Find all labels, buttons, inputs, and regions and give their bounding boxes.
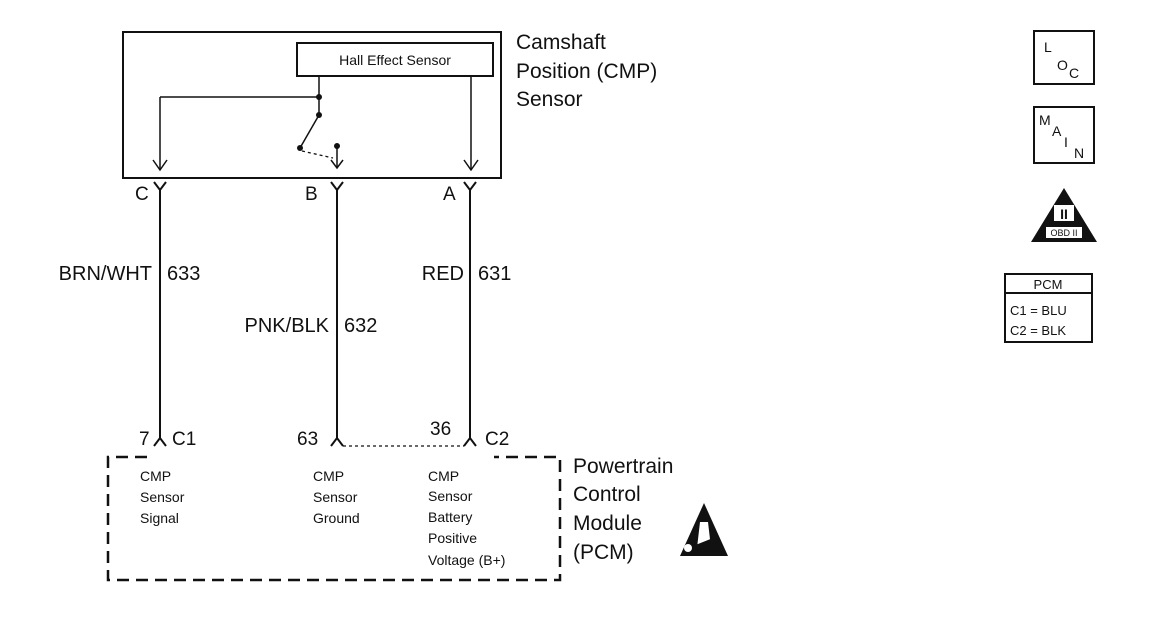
esd-warning-icon: [680, 503, 728, 556]
pcm-connector-c1: 7 C1: [139, 429, 196, 450]
svg-text:C: C: [1069, 65, 1079, 81]
obd-ii-icon[interactable]: II OBD II: [1031, 188, 1097, 242]
svg-text:A: A: [1052, 123, 1062, 139]
svg-text:PCM: PCM: [1034, 277, 1063, 292]
svg-text:Positive: Positive: [428, 530, 477, 546]
loc-icon[interactable]: L O C: [1033, 30, 1095, 85]
hall-switch-circuit: [152, 76, 479, 172]
svg-text:A: A: [443, 184, 456, 205]
svg-text:OBD II: OBD II: [1050, 228, 1077, 238]
sensor-title-line1: Camshaft: [516, 31, 606, 54]
pcm-title-line1: Powertrain: [573, 455, 673, 478]
svg-text:Sensor: Sensor: [140, 489, 185, 505]
pcm-box: [106, 455, 562, 582]
svg-text:C1 = BLU: C1 = BLU: [1010, 303, 1067, 318]
svg-text:Voltage (B+): Voltage (B+): [428, 552, 505, 568]
svg-text:L: L: [1044, 39, 1052, 55]
pcm-connector-legend: PCM C1 = BLU C2 = BLK: [1004, 273, 1093, 343]
svg-text:C2: C2: [485, 429, 509, 450]
svg-text:O: O: [1057, 57, 1068, 73]
main-icon[interactable]: M A I N: [1033, 106, 1095, 164]
svg-text:B: B: [305, 184, 318, 205]
svg-text:II: II: [1060, 206, 1068, 222]
sensor-title-line3: Sensor: [516, 88, 583, 111]
wire-631-circuit: 631: [478, 263, 511, 285]
svg-text:CMP: CMP: [313, 468, 344, 484]
svg-text:Ground: Ground: [313, 510, 360, 526]
wire-633-color: BRN/WHT: [59, 263, 152, 285]
sensor-connector-c: C: [135, 181, 167, 205]
svg-text:Battery: Battery: [428, 509, 472, 525]
pcm-title-line3: Module: [573, 512, 642, 535]
pcm-signal-label: CMP Sensor Signal: [140, 468, 185, 526]
pcm-title-line2: Control: [573, 483, 641, 506]
hall-effect-label: Hall Effect Sensor: [339, 52, 451, 68]
svg-text:Sensor: Sensor: [428, 488, 473, 504]
cmp-sensor-box: [122, 31, 502, 179]
svg-text:Signal: Signal: [140, 510, 179, 526]
svg-text:7: 7: [139, 429, 150, 450]
pcm-title-line4: (PCM): [573, 541, 634, 564]
svg-text:C: C: [135, 184, 149, 205]
svg-text:C2 = BLK: C2 = BLK: [1010, 323, 1066, 338]
svg-text:CMP: CMP: [428, 468, 459, 484]
pcm-ground-label: CMP Sensor Ground: [313, 468, 360, 526]
svg-text:M: M: [1039, 112, 1051, 128]
sensor-title-line2: Position (CMP): [516, 60, 657, 83]
pcm-voltage-label: CMP Sensor Battery Positive Voltage (B+): [428, 468, 505, 568]
hall-effect-box: [296, 42, 494, 77]
svg-text:36: 36: [430, 419, 451, 440]
wire-633-circuit: 633: [167, 263, 200, 285]
svg-text:N: N: [1074, 145, 1084, 161]
svg-text:63: 63: [297, 429, 318, 450]
wire-632-circuit: 632: [344, 315, 377, 337]
svg-text:C1: C1: [172, 429, 196, 450]
svg-text:I: I: [1064, 134, 1068, 150]
wire-632-color: PNK/BLK: [245, 315, 330, 337]
svg-text:Sensor: Sensor: [313, 489, 358, 505]
sensor-connector-a: A: [443, 181, 477, 205]
svg-text:CMP: CMP: [140, 468, 171, 484]
pcm-connector-c2: 36 C2: [430, 419, 509, 450]
wire-631-color: RED: [422, 263, 464, 285]
pcm-connector-63: 63: [297, 429, 344, 450]
